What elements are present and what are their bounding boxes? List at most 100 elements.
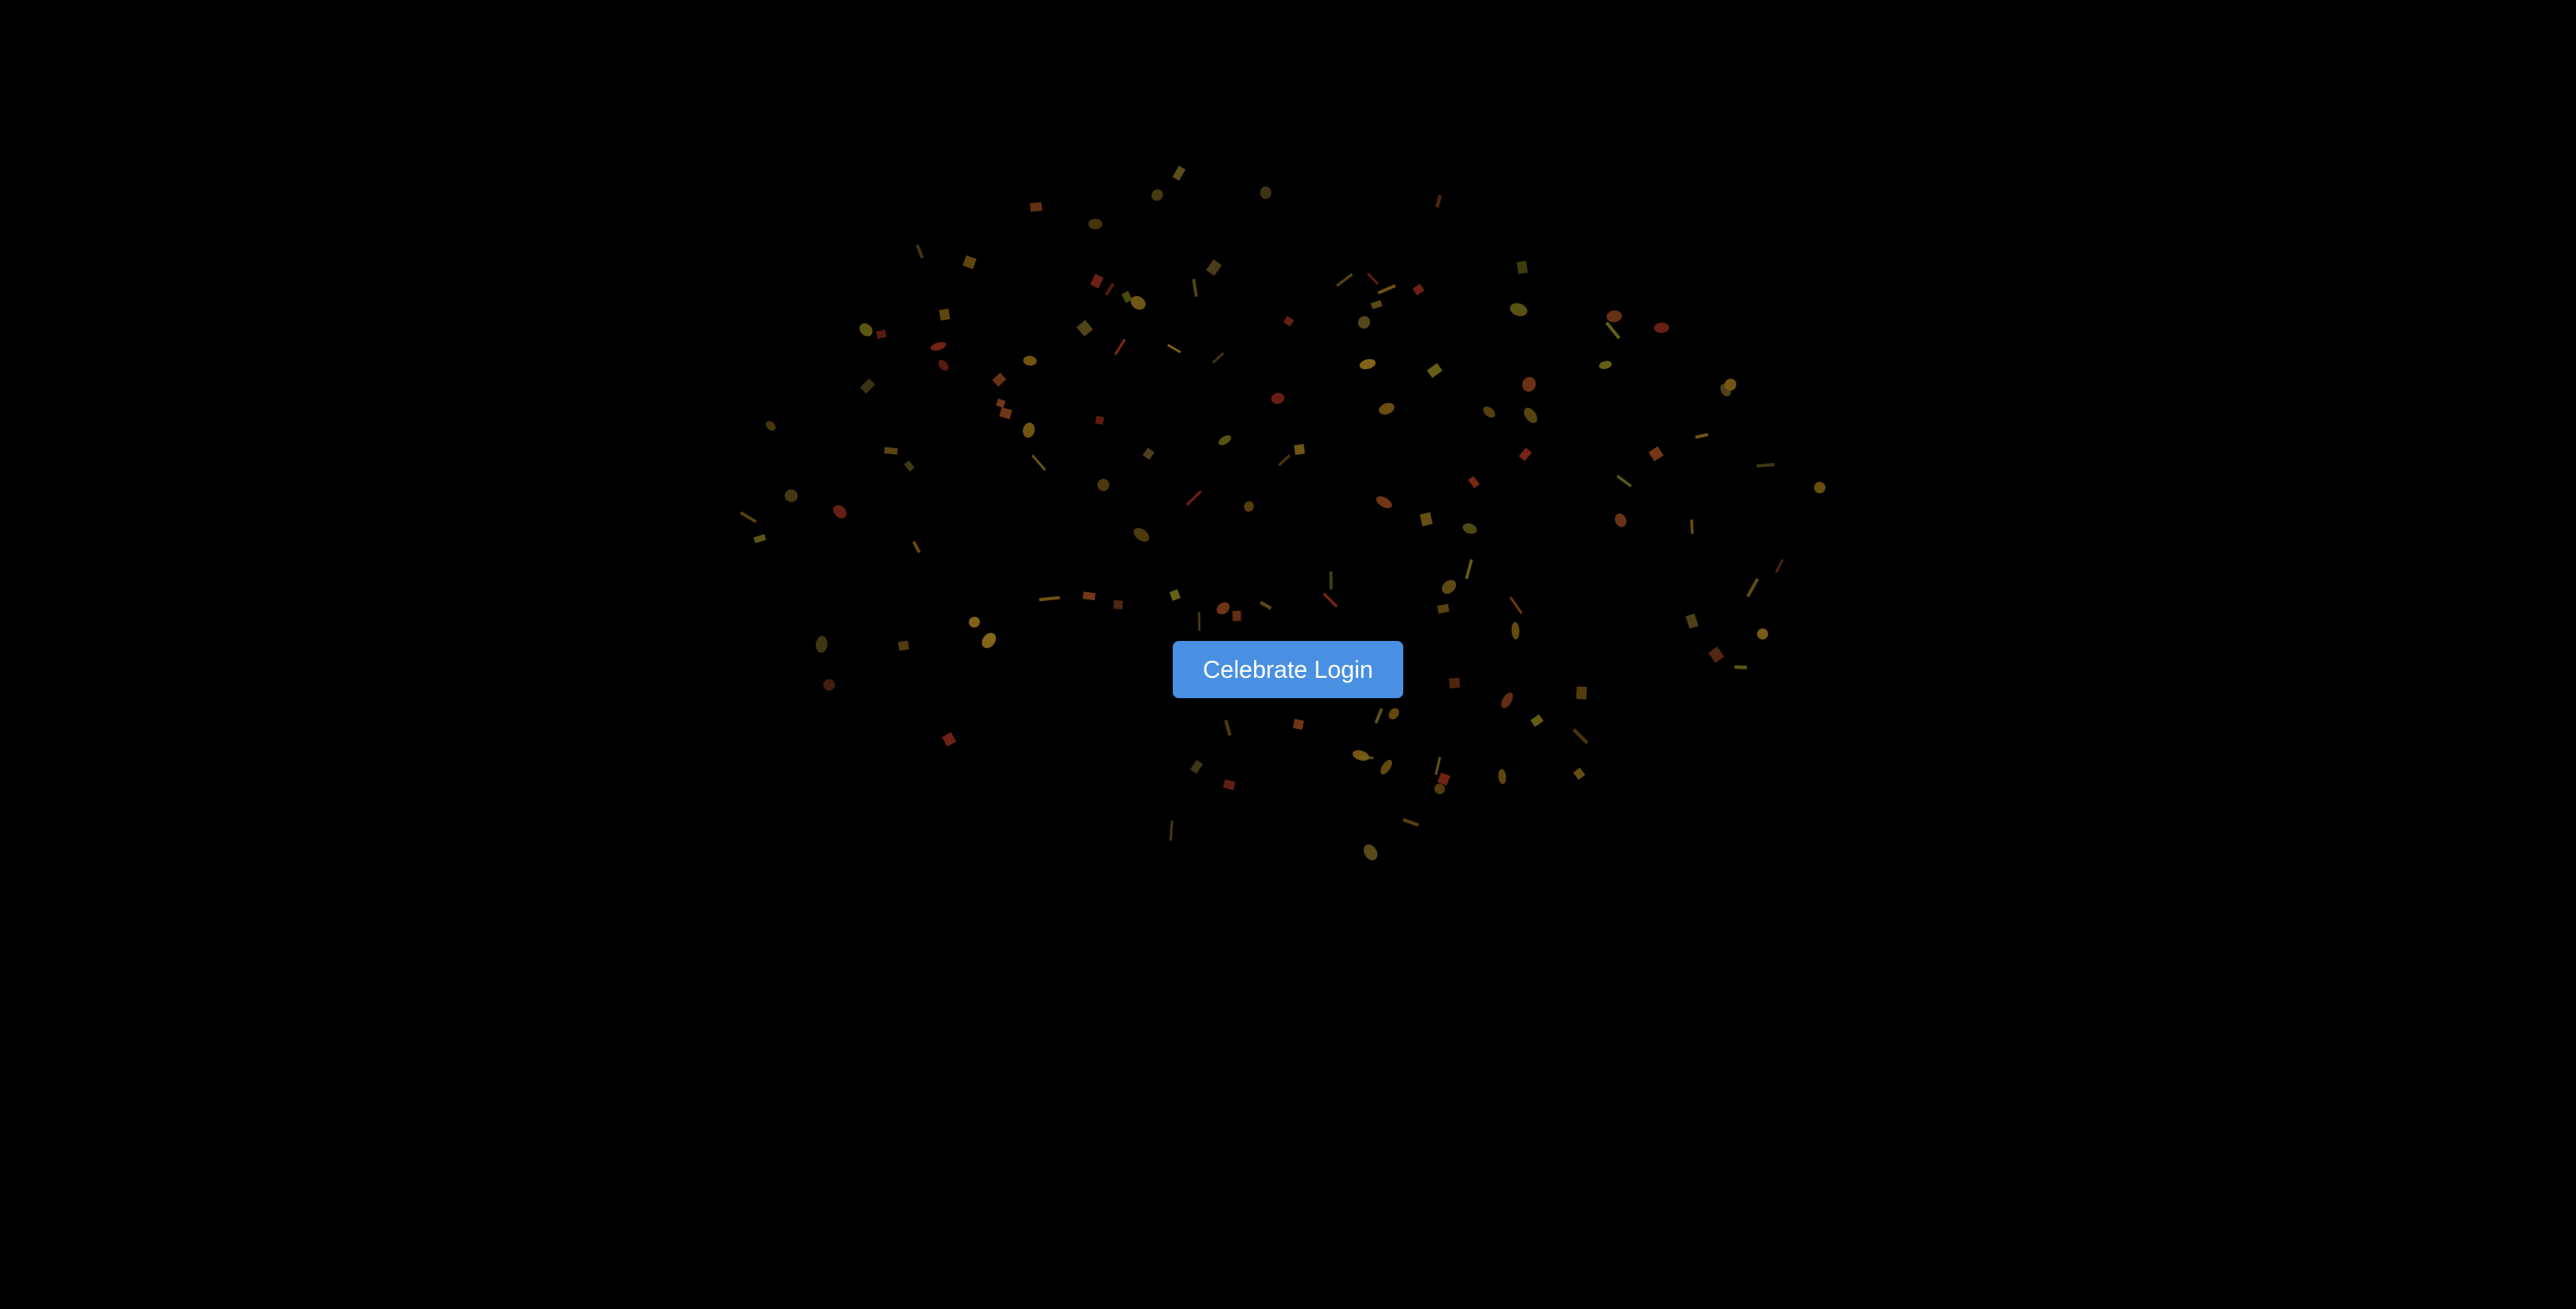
- confetti-piece: [1260, 186, 1271, 200]
- confetti-piece: [1366, 272, 1379, 285]
- confetti-piece: [1653, 322, 1670, 334]
- confetti-piece: [1437, 772, 1451, 786]
- confetti-piece: [1524, 407, 1537, 423]
- confetti-piece: [1376, 496, 1393, 508]
- confetti-piece: [1076, 319, 1094, 337]
- celebrate-login-button[interactable]: Celebrate Login: [1173, 641, 1403, 698]
- confetti-piece: [1814, 481, 1826, 493]
- confetti-piece: [1363, 844, 1378, 861]
- confetti-piece: [1427, 363, 1443, 378]
- confetti-piece: [1283, 316, 1295, 327]
- confetti-piece: [1412, 283, 1425, 296]
- confetti-piece: [1616, 474, 1632, 488]
- confetti-piece: [992, 372, 1007, 387]
- confetti-piece: [1030, 202, 1042, 212]
- confetti-piece: [875, 329, 887, 340]
- confetti-piece: [1521, 377, 1537, 392]
- confetti-piece: [1370, 300, 1383, 310]
- confetti-piece: [1104, 282, 1115, 296]
- confetti-piece: [1143, 447, 1155, 460]
- confetti-piece: [1022, 423, 1035, 438]
- confetti-piece: [1323, 592, 1338, 608]
- confetti-piece: [1434, 756, 1442, 776]
- confetti-piece: [1501, 692, 1513, 709]
- confetti-piece: [1378, 402, 1395, 415]
- confetti-piece: [1402, 818, 1419, 827]
- confetti-piece: [1468, 475, 1480, 489]
- confetti-piece: [1434, 783, 1445, 795]
- confetti-piece: [1509, 596, 1523, 615]
- confetti-piece: [815, 636, 828, 653]
- confetti-piece: [1695, 432, 1709, 439]
- confetti-piece: [1232, 610, 1241, 621]
- confetti-piece: [1614, 513, 1627, 527]
- confetti-piece: [1023, 355, 1037, 366]
- confetti-piece: [765, 421, 776, 431]
- confetti-piece: [1360, 359, 1376, 370]
- confetti-piece: [1151, 189, 1164, 201]
- confetti-piece: [1169, 820, 1174, 841]
- confetti-piece: [1746, 578, 1760, 598]
- confetti-piece: [833, 505, 847, 519]
- confetti-piece: [1377, 284, 1396, 294]
- confetti-piece: [1216, 602, 1230, 615]
- confetti-piece: [1206, 259, 1222, 276]
- confetti-piece: [930, 342, 947, 351]
- confetti-piece: [1359, 755, 1374, 760]
- confetti-piece: [1352, 750, 1369, 761]
- confetti-piece: [1113, 600, 1123, 609]
- confetti-piece: [1573, 767, 1586, 780]
- confetti-piece: [1277, 454, 1291, 466]
- confetti-piece: [1357, 316, 1371, 329]
- confetti-piece: [1757, 462, 1775, 468]
- confetti-piece: [1293, 719, 1305, 730]
- confetti-piece: [1169, 589, 1181, 601]
- confetti-piece: [1388, 708, 1399, 720]
- confetti-piece: [1648, 446, 1664, 462]
- confetti-piece: [981, 633, 997, 648]
- confetti-piece: [1437, 603, 1450, 614]
- confetti-piece: [1380, 759, 1393, 775]
- confetti-piece: [1192, 279, 1198, 298]
- confetti-piece: [969, 616, 980, 628]
- confetti-piece: [1685, 613, 1699, 629]
- confetti-piece: [823, 679, 835, 691]
- confetti-piece: [1294, 444, 1305, 455]
- confetti-piece: [1598, 361, 1612, 369]
- confetti-piece: [939, 308, 951, 321]
- confetti-piece: [859, 323, 873, 337]
- confetti-piece: [912, 541, 921, 554]
- confetti-piece: [1419, 512, 1433, 526]
- confetti-piece: [1218, 435, 1232, 446]
- confetti-piece: [963, 255, 977, 270]
- confetti-piece: [1039, 596, 1061, 602]
- confetti-piece: [1775, 559, 1784, 573]
- confetti-piece: [1186, 490, 1202, 506]
- confetti-piece: [1167, 343, 1182, 354]
- confetti-piece: [1708, 646, 1725, 664]
- confetti-piece: [1518, 447, 1532, 462]
- confetti-piece: [1114, 338, 1126, 355]
- confetti-piece: [1244, 501, 1254, 512]
- confetti-piece: [996, 398, 1006, 408]
- confetti-piece: [1134, 527, 1149, 542]
- confetti-piece: [1335, 273, 1354, 287]
- confetti-piece: [904, 460, 915, 472]
- confetti-piece: [1463, 523, 1477, 534]
- confetti-piece: [1498, 769, 1506, 785]
- confetti-piece: [1509, 303, 1528, 316]
- confetti-piece: [1690, 519, 1694, 534]
- confetti-piece: [1734, 665, 1747, 670]
- confetti-piece: [1465, 559, 1473, 580]
- confetti-piece: [753, 534, 767, 544]
- confetti-piece: [1224, 719, 1232, 737]
- confetti-piece: [1572, 728, 1589, 745]
- confetti-piece: [898, 640, 910, 651]
- confetti-piece: [938, 359, 949, 371]
- confetti-piece: [1605, 321, 1621, 340]
- confetti-piece: [784, 489, 798, 502]
- confetti-piece: [1442, 580, 1457, 594]
- confetti-piece: [1097, 478, 1109, 491]
- confetti-piece: [1031, 454, 1046, 471]
